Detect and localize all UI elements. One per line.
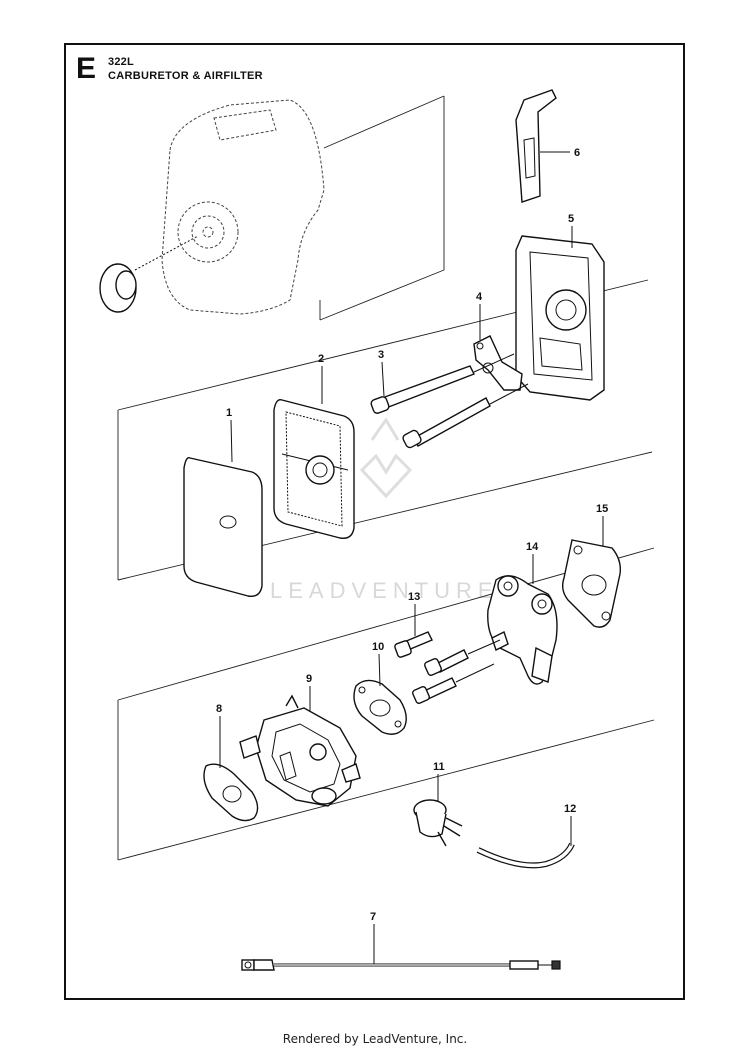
primer-bulb — [413, 799, 463, 847]
choke-lever — [515, 89, 557, 203]
callout-8: 8 — [216, 703, 222, 768]
callout-number: 5 — [568, 213, 574, 225]
callout-number: 7 — [370, 911, 376, 923]
gasket-round — [353, 679, 407, 735]
model-number: 322L — [108, 56, 134, 68]
callout-5: 5 — [568, 213, 574, 248]
watermark-text: LEADVENTURE — [270, 578, 499, 603]
callout-number: 12 — [564, 803, 576, 815]
filter-frame — [273, 399, 355, 539]
callout-number: 6 — [574, 147, 580, 159]
callout-2: 2 — [318, 353, 324, 404]
plate — [473, 335, 523, 391]
callout-number: 15 — [596, 503, 608, 515]
filter-housing — [515, 235, 605, 401]
engine-cover-phantom — [134, 99, 325, 315]
carburetor — [239, 694, 361, 807]
gasket-large — [561, 539, 622, 628]
callout-4: 4 — [476, 291, 483, 340]
callout-1: 1 — [226, 407, 233, 463]
callout-number: 4 — [476, 291, 483, 303]
fuel-hose — [476, 842, 575, 869]
intake-manifold — [487, 575, 558, 685]
callout-7: 7 — [370, 911, 376, 964]
footer-credit: Rendered by LeadVenture, Inc. — [282, 1032, 468, 1046]
callout-6: 6 — [540, 147, 580, 159]
exploded-parts-drawing: LEADVENTURE — [99, 89, 655, 971]
callout-number: 2 — [318, 353, 324, 365]
callout-number: 14 — [526, 541, 539, 553]
callout-number: 1 — [226, 407, 232, 419]
diagram-frame — [64, 43, 685, 1000]
callout-9: 9 — [306, 673, 312, 712]
section-letter: E — [76, 52, 97, 85]
air-filter-foam — [183, 457, 263, 597]
callout-10: 10 — [372, 641, 384, 687]
callout-number: 8 — [216, 703, 222, 715]
throttle-cable — [241, 959, 561, 971]
callout-number: 13 — [408, 591, 420, 603]
callout-12: 12 — [564, 803, 576, 846]
cover-plane — [319, 95, 445, 321]
long-screws — [370, 353, 529, 449]
callout-15: 15 — [596, 503, 608, 546]
diagram-title: CARBURETOR & AIRFILTER — [108, 70, 263, 82]
callout-3: 3 — [378, 349, 385, 397]
callout-number: 10 — [372, 641, 384, 653]
manifold-screws — [394, 631, 501, 704]
callout-14: 14 — [526, 541, 539, 584]
callout-number: 9 — [306, 673, 312, 685]
callout-number: 11 — [433, 761, 445, 773]
gasket-small — [203, 763, 259, 822]
callout-number: 3 — [378, 349, 384, 361]
starter-knob — [99, 263, 137, 313]
callout-13: 13 — [408, 591, 420, 636]
callout-11: 11 — [433, 761, 445, 802]
watermark-logo — [359, 417, 413, 499]
